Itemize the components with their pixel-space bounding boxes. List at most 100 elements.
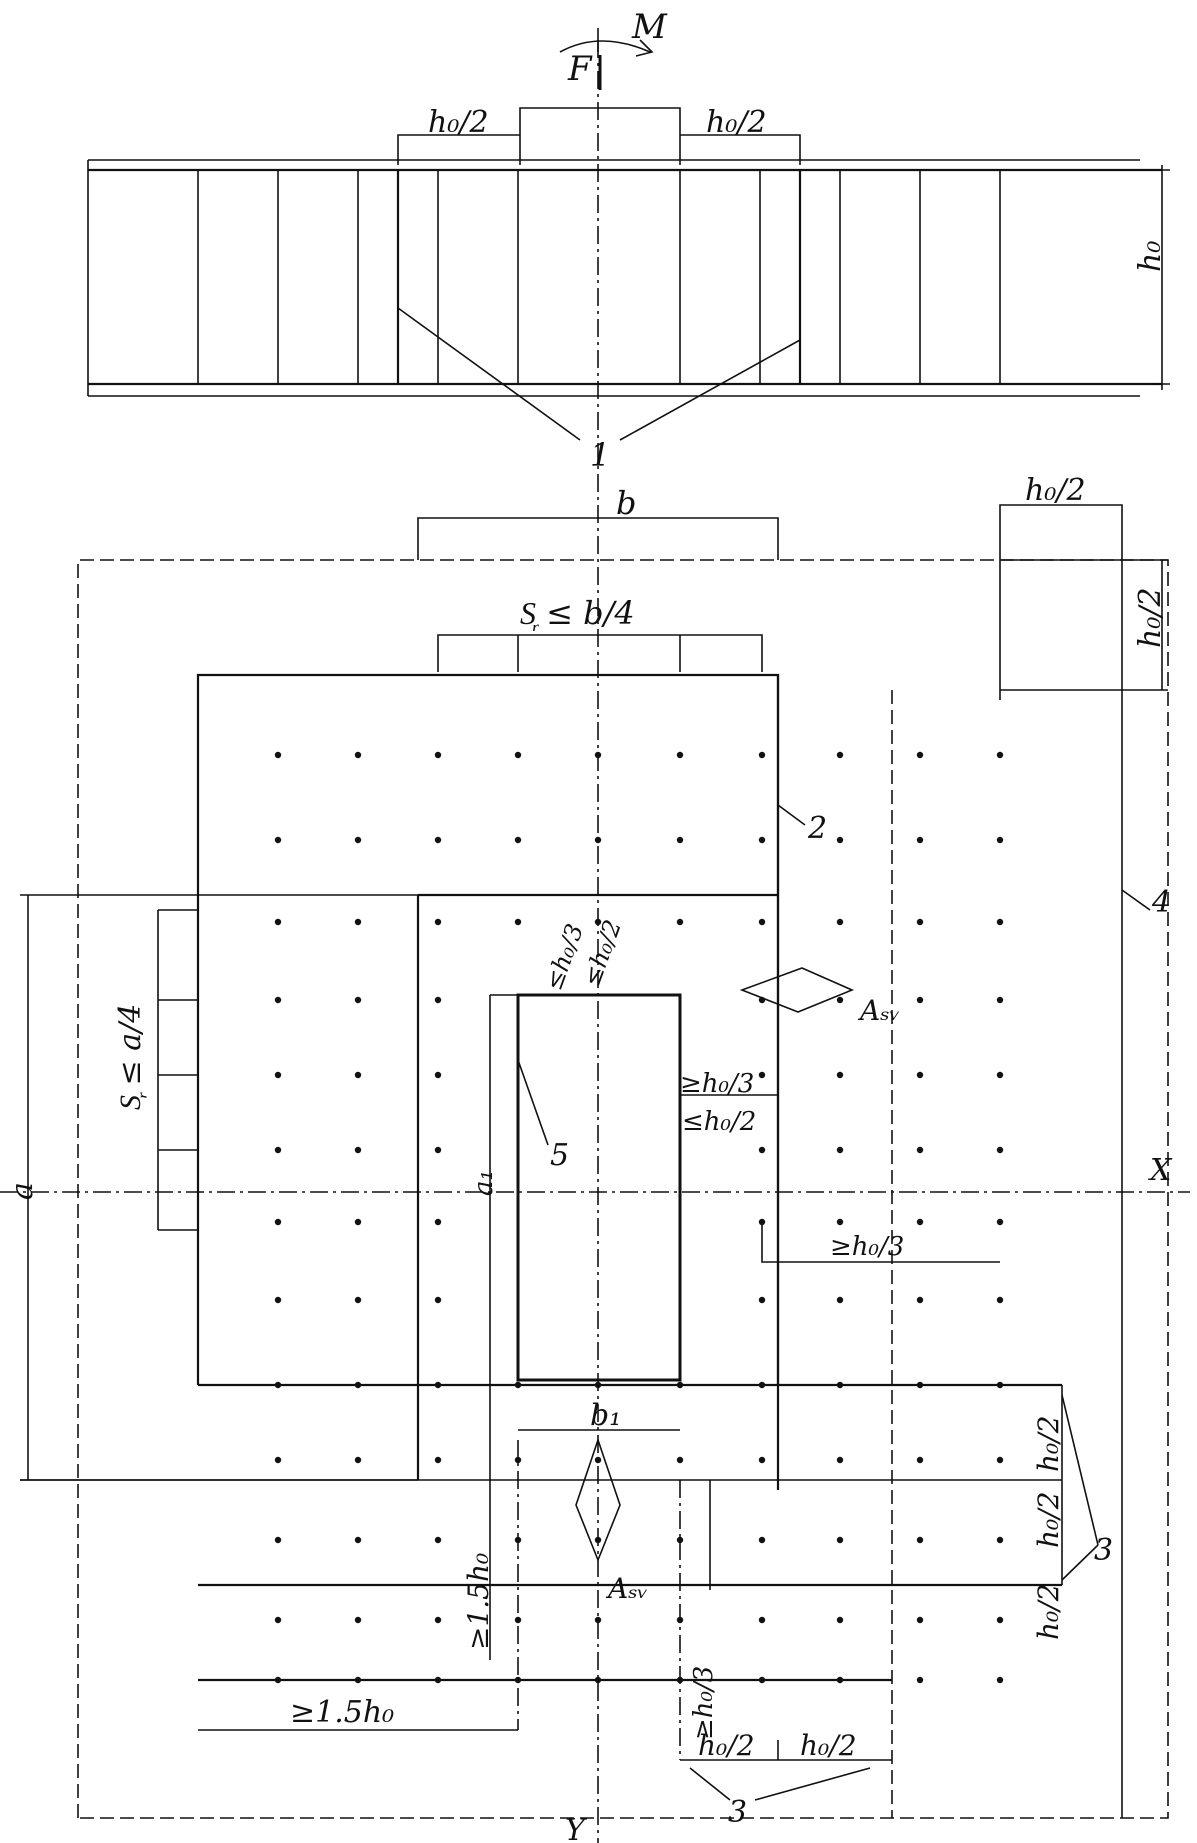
stirrup-dot [594,836,602,844]
anchor-left-label: ≥1.5h₀ [462,1553,495,1650]
stirrup-dot [916,1218,924,1226]
marker-4: 4 [1151,885,1171,920]
stirrup-dot [836,1456,844,1464]
stirrup-dot [274,1381,282,1389]
stirrup-dot [996,996,1004,1004]
stirrup-dot [996,1071,1004,1079]
stirrup-dot [758,1536,766,1544]
stirrup-dot [916,1616,924,1624]
stirrup-dot [514,1676,522,1684]
stirrup-zone-outline [196,673,780,1385]
stirrup-dot [676,1676,684,1684]
stirrup-dot [354,1296,362,1304]
stirrup-dot [996,1381,1004,1389]
stirrup-dot [594,918,602,926]
gap-right-label: ≥h₀/3 [830,1232,904,1262]
stirrup-dot [274,1296,282,1304]
dim-a-label: a [5,1182,40,1200]
dim-b-inner-label: b₁ [590,1398,621,1433]
stirrup-dot [836,1296,844,1304]
stirrup-dot [836,751,844,759]
stirrup-dot-grid [274,751,1004,1684]
left-stirrup-spacing-label: S᷊ ≤ a/4 [113,1004,148,1110]
stirrup-dot [514,1536,522,1544]
stirrup-dot [758,1146,766,1154]
stirrup-dot [594,1676,602,1684]
stirrup-dot [836,1616,844,1624]
stirrup-dot [434,1296,442,1304]
stirrup-dot [354,1071,362,1079]
gap-side-2-label: ≤h₀/2 [682,1107,756,1137]
stirrup-dot [758,1456,766,1464]
gap-side-1-label: ≥h₀/3 [680,1069,754,1099]
top-stirrup-spacing-dim [437,634,763,672]
stirrup-dot [354,836,362,844]
rebar-label-bottom: Aₛᵥ [605,1572,648,1605]
stirrup-dot [274,1218,282,1226]
anchor-bottom-left-label: ≥1.5h₀ [290,1695,394,1730]
stirrup-dot [836,1381,844,1389]
stirrup-dot [434,1218,442,1226]
stirrup-dot [758,751,766,759]
stirrup-dot [916,918,924,926]
stirrup-dot [274,1616,282,1624]
stirrup-dot [836,836,844,844]
stirrup-dot [434,1381,442,1389]
stirrup-dot [916,751,924,759]
stirrup-dot [274,1071,282,1079]
stirrup-dot [274,1676,282,1684]
stirrup-dot [274,836,282,844]
marker-2: 2 [807,811,827,846]
stirrup-dot [594,1456,602,1464]
stirrup-dot [758,1071,766,1079]
stirrup-dot [274,751,282,759]
stirrup-dot [354,1676,362,1684]
stirrup-dot [676,1381,684,1389]
stirrup-dot [916,1456,924,1464]
stirrup-dot [916,996,924,1004]
stirrup-dot [758,1676,766,1684]
stirrup-dot [916,1676,924,1684]
stirrup-dot [594,751,602,759]
dim-a-inner-label: a₁ [469,1170,499,1196]
right-offset-label: h₀/2 [706,105,767,140]
bottom-band-1-label: h₀/2 [698,1729,755,1762]
column-outline [519,107,681,165]
stirrup-dot [354,1536,362,1544]
stirrup-dot [836,1071,844,1079]
right-band-1-label: h₀/2 [1032,1415,1065,1472]
stirrup-dot [836,1218,844,1226]
opening-outline [516,993,682,1382]
stirrup-dot [434,836,442,844]
stirrup-dot [916,1536,924,1544]
right-band-2-label: h₀/2 [1032,1491,1065,1548]
stirrup-dot [434,751,442,759]
stirrup-dot [274,1456,282,1464]
stirrup-dot [354,1456,362,1464]
rebar-diamond-right [739,967,855,1013]
stirrup-dot [434,1536,442,1544]
stirrup-dot [758,1296,766,1304]
stirrup-dot [916,1146,924,1154]
stirrup-dot [274,918,282,926]
top-stirrup-spacing-label: S᷊ ≤ b/4 [520,594,635,632]
stirrup-dot [434,1071,442,1079]
stirrup-dot [434,996,442,1004]
stirrup-dot [996,751,1004,759]
rebar-label-right: Aₛᵥ [857,994,900,1027]
width-b-label: b [616,484,636,522]
stirrup-dot [676,751,684,759]
stirrup-dot [676,836,684,844]
stirrup-dot [836,996,844,1004]
moment-arrow-icon [559,39,654,57]
stirrup-dot [514,1456,522,1464]
stirrup-dot [354,751,362,759]
stirrup-dot [354,1381,362,1389]
stirrup-dot [758,1218,766,1226]
stirrup-dot [916,1296,924,1304]
stirrup-dot [514,836,522,844]
stirrup-dot [996,1218,1004,1226]
stirrup-dot [916,1071,924,1079]
stirrup-dot [354,1218,362,1226]
